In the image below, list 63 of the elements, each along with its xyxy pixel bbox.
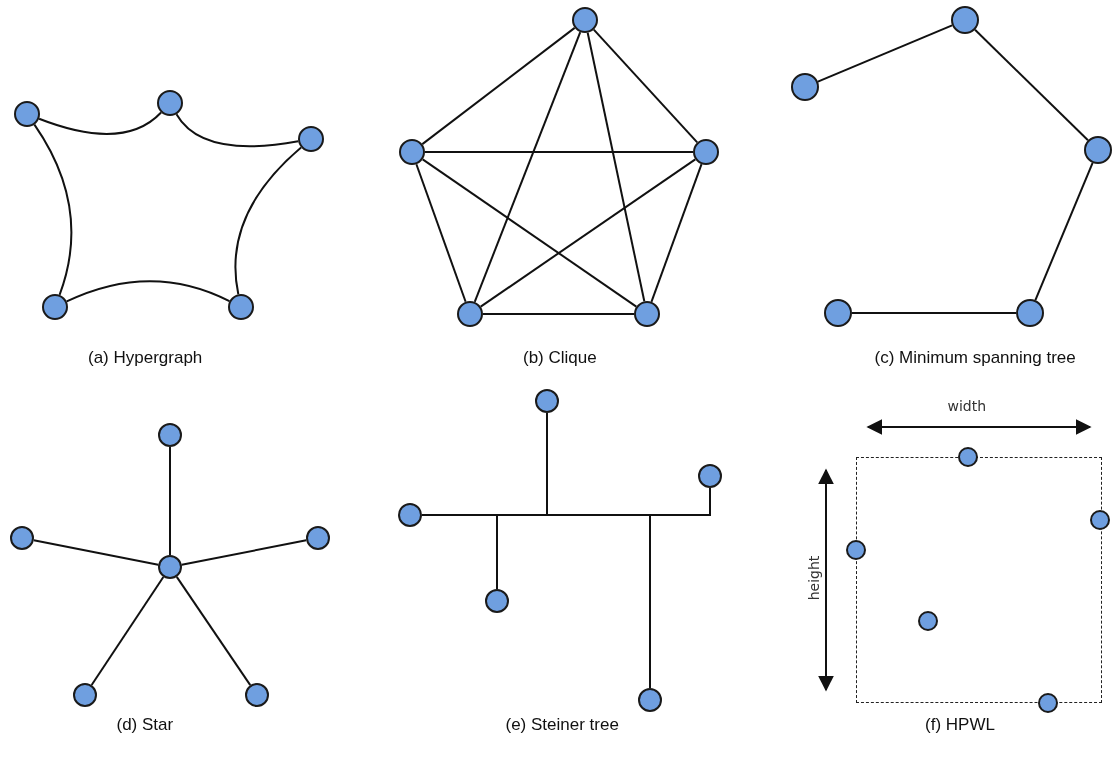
connector-line (90, 576, 165, 686)
node-circle (638, 688, 662, 712)
node-circle (951, 6, 979, 34)
node-circle (10, 526, 34, 550)
node-circle (917, 610, 938, 631)
node-circle (535, 389, 559, 413)
node-circle (1016, 299, 1044, 327)
node-circle (306, 526, 330, 550)
node-circle (1090, 510, 1110, 530)
node-circle (245, 683, 269, 707)
node-circle (158, 423, 182, 447)
node-circle (398, 503, 422, 527)
panel-caption: (a) Hypergraph (88, 348, 203, 368)
node-circle (298, 126, 324, 152)
panel-caption: (d) Star (116, 715, 174, 735)
node-circle (42, 294, 68, 320)
node-circle (485, 589, 509, 613)
node-circle (228, 294, 254, 320)
curved-connector (33, 123, 73, 296)
connector-line (1034, 161, 1094, 302)
connector-line (974, 28, 1089, 142)
panel-caption: (e) Steiner tree (505, 715, 619, 735)
node-circle (958, 447, 978, 467)
connector-line (169, 446, 171, 556)
connector-line (421, 158, 638, 308)
dimension-label: height (805, 555, 822, 601)
connector-line (592, 28, 699, 144)
node-circle (824, 299, 852, 327)
node-circle (73, 683, 97, 707)
connector-line (424, 151, 694, 153)
curved-connector (38, 111, 163, 135)
connector-line (479, 158, 697, 308)
connector-line (415, 163, 467, 303)
panel-caption: (b) Clique (523, 348, 597, 368)
panel-caption: (c) Minimum spanning tree (874, 348, 1076, 368)
node-circle (14, 101, 40, 127)
node-circle (698, 464, 722, 488)
curved-connector (175, 113, 300, 148)
connector-line (650, 163, 703, 303)
node-circle (399, 139, 425, 165)
node-circle (693, 139, 719, 165)
connector-line (851, 312, 1017, 314)
dimension-label: width (947, 398, 987, 414)
connector-line (482, 313, 635, 315)
node-circle (634, 301, 660, 327)
curved-connector (65, 280, 231, 303)
node-circle (846, 540, 866, 560)
connector-line (175, 575, 252, 687)
connector-line (586, 31, 646, 303)
node-circle (157, 90, 183, 116)
connector-line (180, 539, 308, 566)
connector-line (473, 31, 582, 303)
node-circle (1038, 693, 1058, 713)
node-circle (791, 73, 819, 101)
node-circle (1084, 136, 1112, 164)
connector-line (816, 24, 954, 83)
connector-line (421, 26, 576, 146)
node-circle (158, 555, 182, 579)
node-circle (572, 7, 598, 33)
panel-caption: (f) HPWL (925, 715, 995, 735)
node-circle (457, 301, 483, 327)
curved-connector (234, 146, 303, 296)
connector-line (32, 539, 160, 566)
